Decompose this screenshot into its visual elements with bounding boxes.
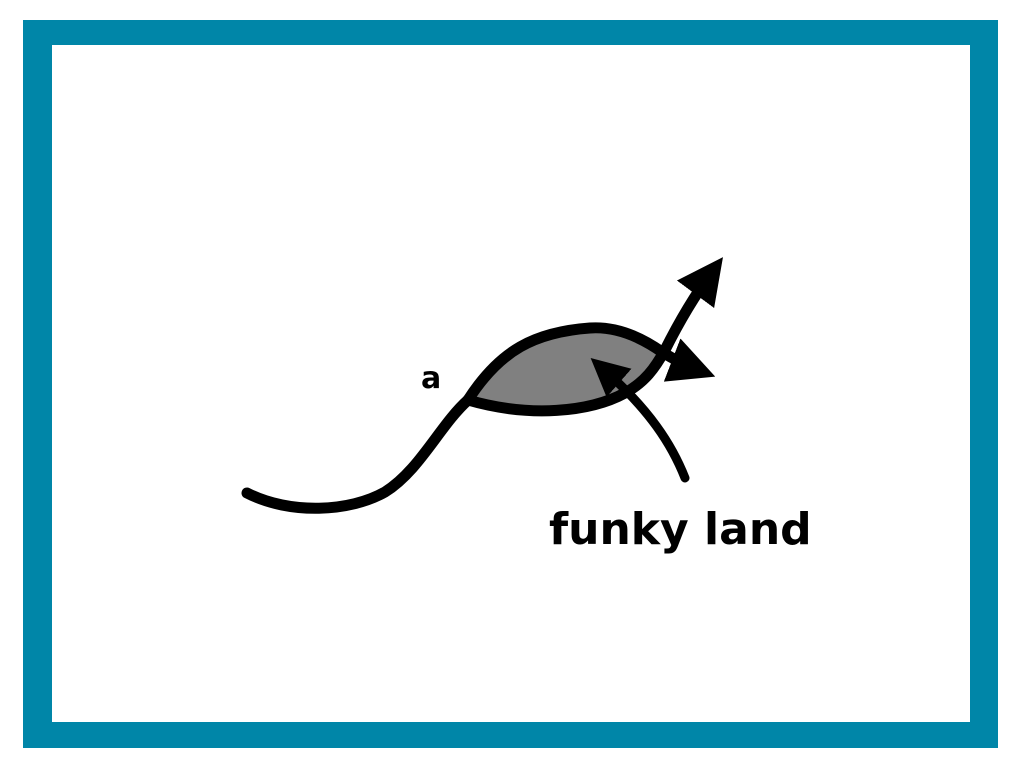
- region-label: funky land: [549, 504, 812, 555]
- main-curve: [241, 394, 474, 514]
- pointer-arrow: [590, 358, 690, 483]
- upper-branch-arrow: [462, 322, 716, 406]
- slide-frame: [23, 20, 998, 748]
- lower-branch-arrow: [462, 257, 723, 417]
- point-label-a: a: [421, 361, 442, 396]
